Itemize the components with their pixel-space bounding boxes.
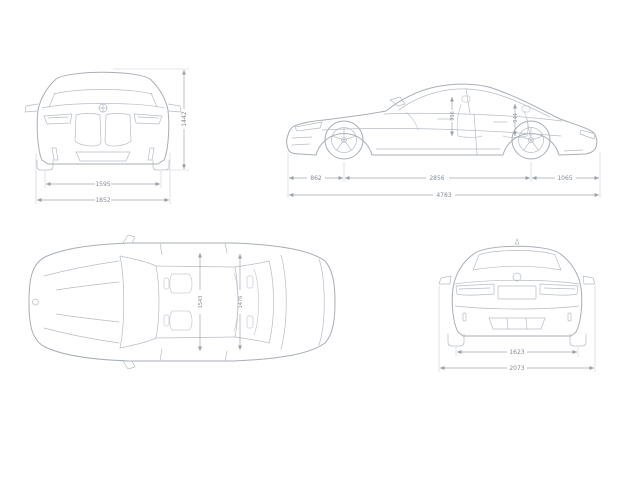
left-mirror (24, 103, 39, 113)
top-view-drawing: 1543 1476 (28, 234, 336, 370)
rear-view-drawing: 1623 2073 (438, 238, 596, 372)
rear-dimensions: 1623 2073 (438, 286, 596, 372)
dimension-label-interior-width-rear: 1476 (238, 296, 244, 309)
bmw-roundel-icon-rear (512, 272, 522, 282)
rear-wheel (511, 120, 551, 160)
antenna-fin (514, 238, 520, 245)
top-dimensions: 1543 1476 (198, 252, 244, 352)
dimension-label-wheelbase: 2856 (429, 175, 444, 182)
headlight (294, 121, 323, 132)
taillights (455, 283, 579, 296)
front-view-drawing: 1442 1595 1852 (24, 68, 189, 204)
dimension-label-headroom-front: 996 (450, 111, 456, 121)
kidney-grille (74, 113, 132, 147)
front-dimensions: 1442 1595 1852 (35, 68, 189, 204)
side-view-drawing: 996 944 862 2856 1065 4783 (286, 83, 601, 199)
dimension-label-rear-track: 1623 (509, 349, 524, 356)
front-car-body (24, 71, 182, 171)
left-mirror-top (122, 234, 136, 244)
side-dimensions: 996 944 862 2856 1065 4783 (287, 96, 601, 199)
bmw-roundel-icon-top (32, 298, 39, 306)
rear-view: 1623 2073 (432, 224, 607, 376)
headlights (43, 113, 163, 125)
dimension-label-overall-height: 1442 (181, 111, 188, 126)
dimension-label-headroom-rear: 944 (513, 113, 519, 123)
side-mirror (389, 96, 406, 107)
dimension-label-overall-width: 1852 (95, 197, 110, 204)
right-mirror (167, 103, 182, 113)
top-car-body (28, 234, 336, 370)
side-view: 996 944 862 2856 1065 4783 (278, 40, 610, 208)
front-view: 1442 1595 1852 (18, 48, 193, 213)
rear-car-body (438, 238, 596, 347)
dimension-label-rear-overhang: 1065 (557, 175, 572, 182)
dimension-label-overall-length: 4783 (436, 192, 451, 199)
top-view: 1543 1476 (22, 222, 344, 384)
left-mirror-rear (438, 275, 452, 285)
taillight (579, 129, 596, 140)
top-interior-seats (163, 268, 259, 336)
dimension-label-front-overhang: 862 (310, 175, 322, 182)
dimension-label-width-incl-mirrors: 2073 (509, 365, 524, 372)
right-mirror-top (122, 360, 136, 370)
dimension-label-track: 1595 (95, 181, 110, 188)
license-plate (497, 285, 537, 300)
dimension-label-interior-width-front: 1543 (198, 296, 204, 309)
right-mirror-rear (582, 275, 596, 285)
side-car-body (286, 83, 598, 160)
front-wheel (324, 120, 364, 160)
